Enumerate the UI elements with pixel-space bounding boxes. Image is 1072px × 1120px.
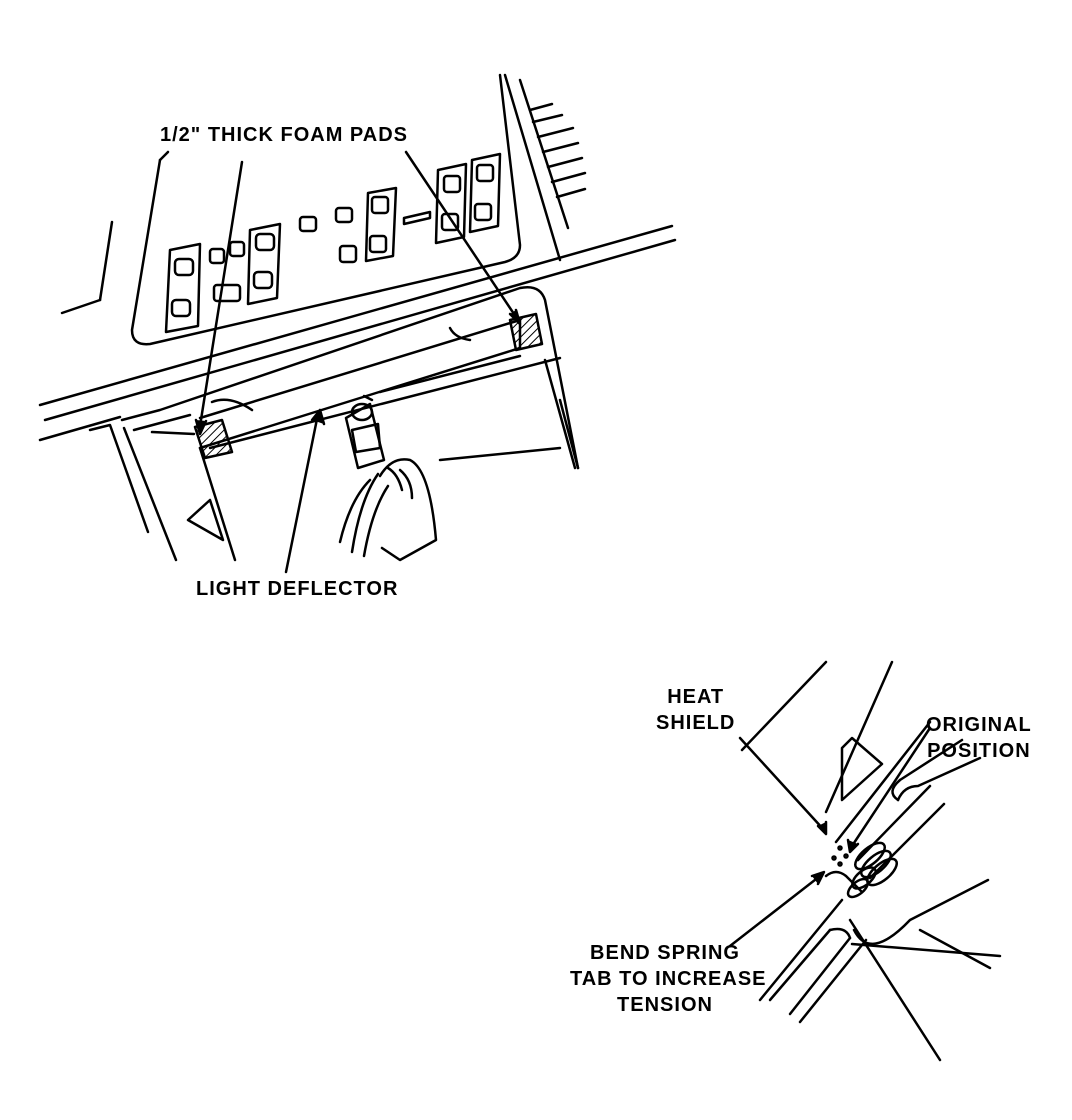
- tray-housing: [120, 286, 580, 470]
- button-group-1: [164, 242, 202, 334]
- light-deflector-leader: [284, 412, 320, 574]
- button-group-5: [434, 152, 502, 245]
- console-edge-2: [43, 238, 677, 422]
- original-position-leader: [850, 726, 932, 848]
- foam-pads-label: 1/2" THICK FOAM PADS: [160, 124, 409, 146]
- control-panel-body: [130, 73, 522, 346]
- button-group-2: [208, 240, 246, 303]
- spring: [846, 841, 898, 899]
- lamp-tube-lower: [768, 928, 832, 1002]
- lamp-tube-upper: [898, 738, 964, 782]
- spring-tab: [824, 870, 864, 894]
- heat-shield-label: HEAT SHIELD: [656, 686, 736, 734]
- console-edge-1: [38, 224, 674, 407]
- hand: [338, 458, 438, 562]
- heat-shield-leader: [738, 736, 826, 832]
- indicator-slot: [402, 210, 432, 226]
- heat-shield-plate: [840, 736, 884, 802]
- vent-lines: [528, 102, 587, 199]
- button-group-3: [246, 222, 282, 306]
- heat-shield-illustration: [728, 660, 1002, 1062]
- bend-spring-label: BEND SPRING TAB TO INCREASE TENSION: [570, 942, 767, 1016]
- right-panel-edge: [503, 73, 562, 262]
- foam-pad-leader-right: [404, 150, 520, 322]
- left-background-edge: [98, 220, 114, 302]
- original-position-label: ORIGINAL POSITION: [926, 714, 1032, 762]
- light-deflector-label: LIGHT DEFLECTOR: [196, 578, 399, 600]
- foam-pad-leader-left: [198, 160, 244, 428]
- control-panel-illustration: [38, 73, 677, 574]
- foam-pad-left: [193, 418, 234, 460]
- button-group-4: [298, 186, 398, 264]
- original-position-marks: [831, 845, 849, 867]
- bend-spring-leader: [728, 874, 822, 948]
- lamp-socket: [344, 394, 386, 470]
- console-edge-3: [38, 415, 122, 442]
